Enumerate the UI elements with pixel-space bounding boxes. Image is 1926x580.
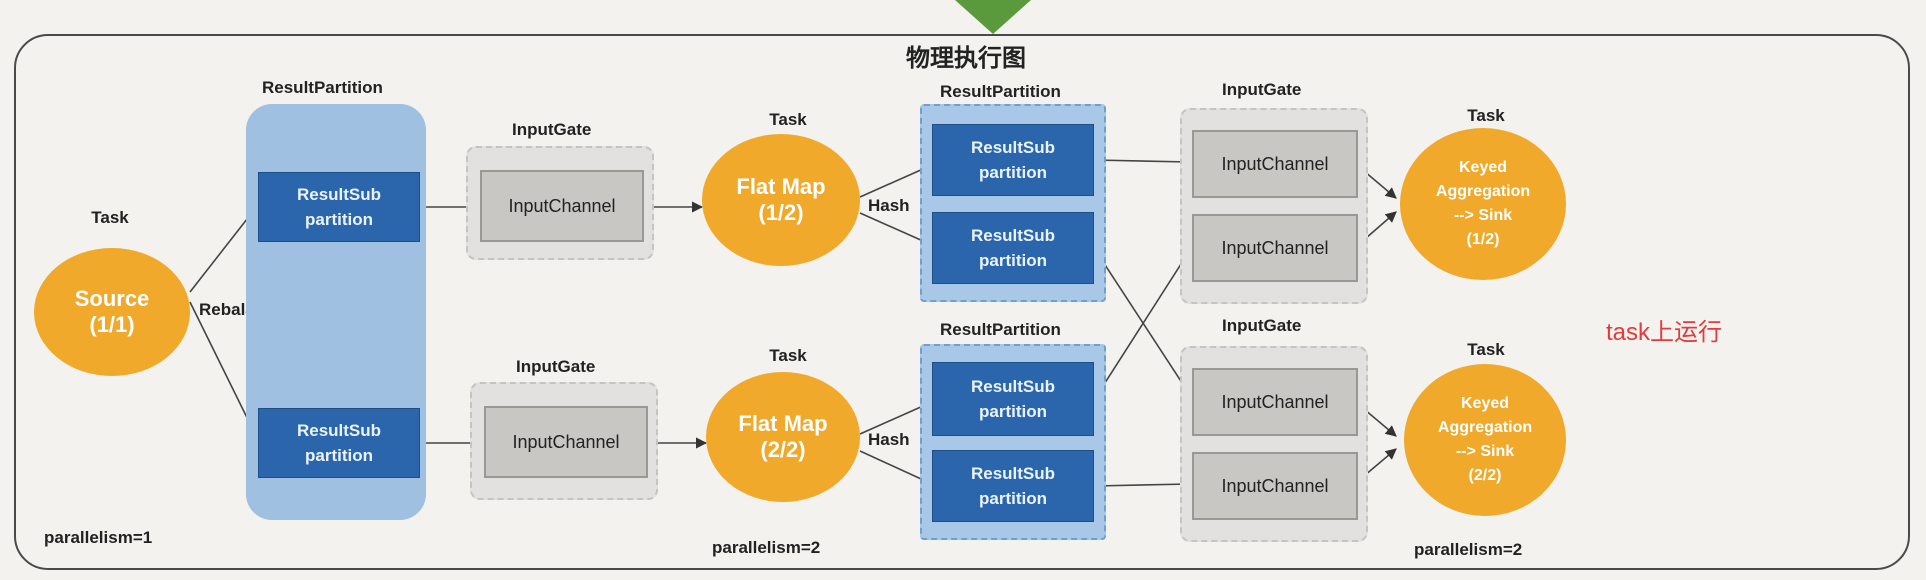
diagram-frame xyxy=(14,34,1910,570)
top-arrow-icon xyxy=(955,0,1031,34)
input-channel: InputChannel xyxy=(484,406,648,478)
result-subpartition: ResultSub partition xyxy=(258,172,420,242)
input-channel: InputChannel xyxy=(480,170,644,242)
task-source: Source (1/1) xyxy=(34,248,190,376)
subpartition-line-2: partition xyxy=(979,489,1047,508)
edge-rs4-ic5 xyxy=(1093,247,1191,396)
parallelism-flatmap: parallelism=2 xyxy=(712,538,821,557)
subpartition-line-1: ResultSub xyxy=(296,421,382,440)
label-task-keyed-1: Task xyxy=(1467,106,1505,125)
task-flatmap-2-name: Flat Map xyxy=(738,411,828,436)
edge-rs3-ic3 xyxy=(1093,156,1192,168)
subpartition-line-1: ResultSub xyxy=(970,464,1056,483)
result-subpartition: ResultSub partition xyxy=(258,408,420,478)
edge-rs6-ic6 xyxy=(1093,478,1192,490)
input-channel: InputChannel xyxy=(1192,452,1358,520)
label-input-gate-1: InputGate xyxy=(512,120,592,139)
label-result-partition-2: ResultPartition xyxy=(940,82,1061,101)
task-keyed-1-line-3: --> Sink xyxy=(1453,207,1513,224)
task-flatmap-2-index: (2/2) xyxy=(760,437,806,462)
task-keyed-1-line-2: Aggregation xyxy=(1435,183,1531,200)
subpartition-line-1: ResultSub xyxy=(970,138,1056,157)
input-channel: InputChannel xyxy=(1192,130,1358,198)
task-keyed-2: Keyed Aggregation --> Sink (2/2) xyxy=(1404,364,1566,516)
task-source-index: (1/1) xyxy=(89,312,135,337)
task-keyed-2-line-3: --> Sink xyxy=(1455,443,1515,460)
label-task-keyed-2: Task xyxy=(1467,340,1505,359)
task-keyed-1: Keyed Aggregation --> Sink (1/2) xyxy=(1400,128,1566,280)
subpartition-line-2: partition xyxy=(979,163,1047,182)
subpartition-line-2: partition xyxy=(979,251,1047,270)
input-channel: InputChannel xyxy=(1192,368,1358,436)
note-text: task上运行 xyxy=(1606,319,1723,346)
task-keyed-1-line-1: Keyed xyxy=(1458,159,1508,176)
label-input-gate-4: InputGate xyxy=(1222,316,1302,335)
subpartition-line-2: partition xyxy=(305,446,373,465)
subpartition-line-1: ResultSub xyxy=(970,226,1056,245)
task-keyed-1-line-4: (1/2) xyxy=(1466,231,1500,248)
result-subpartition: ResultSub partition xyxy=(932,450,1094,522)
subpartition-line-1: ResultSub xyxy=(296,185,382,204)
task-flatmap-1-index: (1/2) xyxy=(758,200,804,225)
result-subpartition: ResultSub partition xyxy=(932,212,1094,284)
label-hash-1: Hash xyxy=(868,196,910,215)
task-keyed-2-line-4: (2/2) xyxy=(1468,467,1502,484)
task-keyed-2-line-1: Keyed xyxy=(1460,395,1510,412)
subpartition-line-2: partition xyxy=(305,210,373,229)
label-task-flatmap-1: Task xyxy=(769,110,807,129)
label-task-flatmap-2: Task xyxy=(769,346,807,365)
subpartition-line-2: partition xyxy=(979,402,1047,421)
task-flatmap-1: Flat Map (1/2) xyxy=(702,134,860,266)
diagram-title: 物理执行图 xyxy=(906,44,1026,72)
label-task-source: Task xyxy=(91,208,129,227)
label-result-partition-1: ResultPartition xyxy=(262,78,383,97)
input-channel: InputChannel xyxy=(1192,214,1358,282)
task-keyed-2-line-2: Aggregation xyxy=(1437,419,1533,436)
subpartition-line-1: ResultSub xyxy=(970,377,1056,396)
label-result-partition-3: ResultPartition xyxy=(940,320,1061,339)
parallelism-keyed: parallelism=2 xyxy=(1414,540,1523,559)
task-flatmap-2: Flat Map (2/2) xyxy=(706,372,860,502)
result-subpartition: ResultSub partition xyxy=(932,362,1094,436)
result-subpartition: ResultSub partition xyxy=(932,124,1094,196)
edge-rs5-ic4 xyxy=(1093,249,1191,401)
task-source-name: Source xyxy=(74,286,150,311)
label-hash-2: Hash xyxy=(868,430,910,449)
label-input-gate-3: InputGate xyxy=(1222,80,1302,99)
label-input-gate-2: InputGate xyxy=(516,357,596,376)
task-flatmap-1-name: Flat Map xyxy=(736,174,826,199)
parallelism-source: parallelism=1 xyxy=(44,528,153,547)
